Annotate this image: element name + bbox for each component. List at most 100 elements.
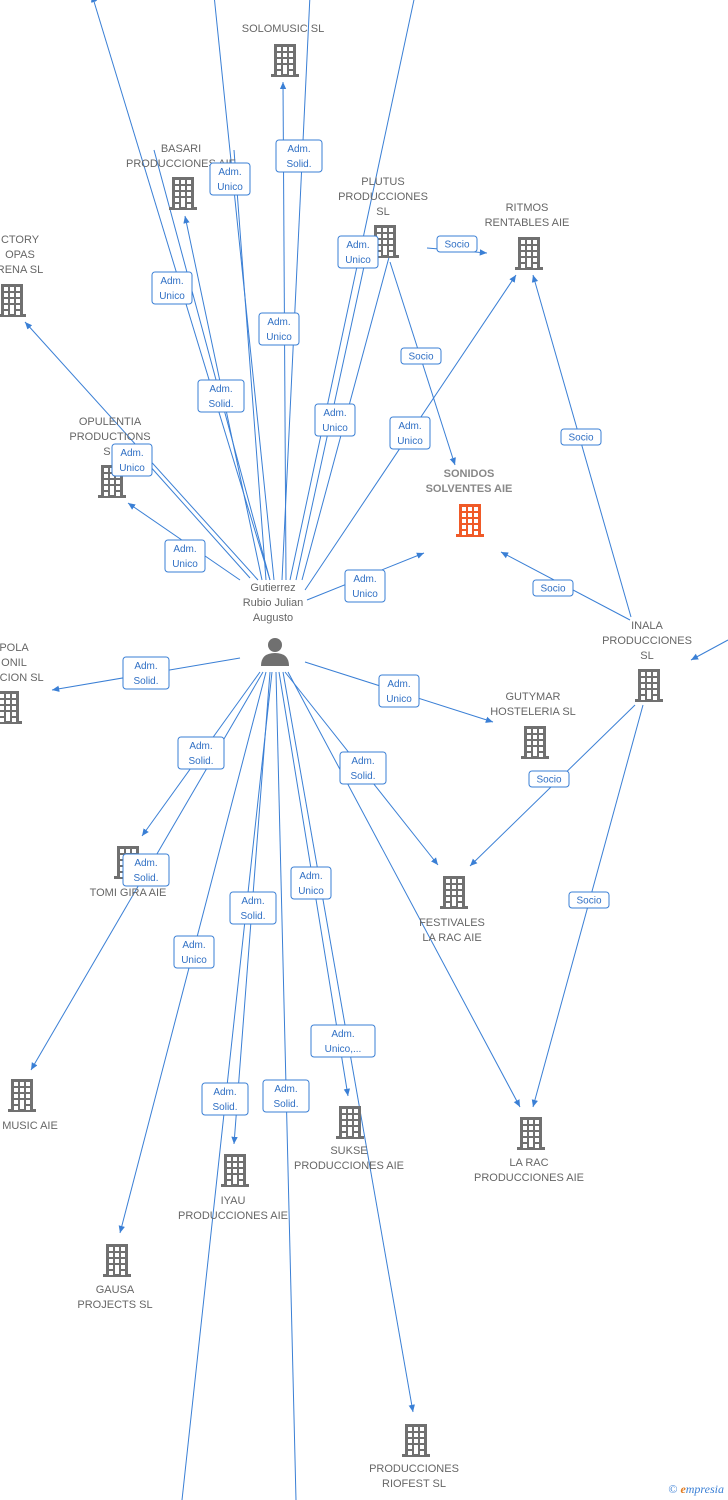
edge-label-text: Unico	[397, 436, 423, 447]
edge-label-badge[interactable]: Adm.Unico	[258, 312, 300, 346]
node-gutymar[interactable]: GUTYMAR HOSTELERIA SL	[490, 691, 576, 759]
node-ritmos[interactable]: RITMOS RENTABLES AIE	[485, 202, 570, 270]
edge-label-text: Socio	[540, 584, 565, 595]
edge-label-text: Adm.	[274, 1084, 297, 1095]
building-icon	[336, 1106, 364, 1139]
edge-label-text: Adm.	[299, 871, 322, 882]
edge-label-badge[interactable]: Adm.Unico	[378, 674, 420, 708]
node-label-pola: ONIL	[1, 657, 27, 669]
node-label-festivales: LA RAC AIE	[422, 932, 481, 944]
edge-label-text: Solid.	[133, 676, 158, 687]
edge-label-badge[interactable]: Adm.Solid.	[275, 139, 323, 173]
edge-label-badge[interactable]: Adm.Solid.	[197, 379, 245, 413]
node-label-gutymar: HOSTELERIA SL	[490, 706, 576, 718]
node-label-ritmos: RENTABLES AIE	[485, 217, 570, 229]
node-label-inala: PRODUCCIONES	[602, 635, 692, 647]
edge-label-text: Socio	[576, 896, 601, 907]
node-label-inala: INALA	[631, 620, 663, 632]
edge-label-text: Unico	[266, 332, 292, 343]
node-label-gausa: PROJECTS SL	[77, 1299, 152, 1311]
edge-label-badge[interactable]: Socio	[560, 428, 602, 446]
node-label-plutus: PRODUCCIONES	[338, 191, 428, 203]
edge-line-3	[289, 0, 415, 581]
edge-label-badge[interactable]: Adm.Unico	[173, 935, 215, 969]
edge-label-badge[interactable]: Socio	[400, 347, 442, 365]
node-label-person: Augusto	[253, 612, 293, 624]
edge-label-badge[interactable]: Adm.Solid.	[262, 1079, 310, 1113]
edge-label-text: Adm.	[160, 276, 183, 287]
edge-label-text: Solid.	[240, 911, 265, 922]
edge-label-text: Solid.	[208, 399, 233, 410]
node-label-pola: POLA	[0, 642, 29, 654]
node-label-music: MUSIC AIE	[2, 1120, 58, 1132]
edge-label-badge[interactable]: Socio	[532, 579, 574, 597]
node-label-ritmos: RITMOS	[506, 202, 549, 214]
edge-label-badge[interactable]: Adm.Unico	[290, 866, 332, 900]
edge-label-text: Solid.	[212, 1102, 237, 1113]
edge-label-badge[interactable]: Adm. Solid.	[201, 1082, 249, 1116]
edge-label-text: Adm.	[213, 1087, 236, 1098]
node-solomusic[interactable]: SOLOMUSIC SL	[242, 23, 325, 77]
building-icon	[169, 177, 197, 210]
edge-label-badge[interactable]: Socio	[528, 770, 570, 788]
edge-label-badge[interactable]: Adm.Unico	[151, 271, 193, 305]
edge-label-badge[interactable]: Adm.Unico	[209, 162, 251, 196]
edge-label-badge[interactable]: Adm.Solid.	[339, 751, 387, 785]
edge-line-2	[281, 0, 311, 581]
edge-label-badge[interactable]: Adm.Solid.	[122, 656, 170, 690]
edge-label-badge[interactable]: Adm.Unico	[337, 235, 379, 269]
edge-line-19	[531, 274, 632, 618]
edge-label-badge[interactable]: Adm.Unico,...	[310, 1024, 376, 1058]
edge-label-badge[interactable]: Adm.Unico	[111, 443, 153, 477]
node-label-gutymar: GUTYMAR	[506, 691, 561, 703]
edge-label-badge[interactable]: Socio	[436, 235, 478, 253]
edge-label-text: Adm.	[189, 741, 212, 752]
node-label-larac: LA RAC	[509, 1157, 548, 1169]
edge-label-badge[interactable]: Adm. Solid.	[229, 891, 277, 925]
edge-label-text: Adm.	[182, 940, 205, 951]
node-label-opulentia: OPULENTIA	[79, 416, 142, 428]
building-icon	[635, 669, 663, 702]
edge-label-text: Socio	[568, 433, 593, 444]
edge-label-badge[interactable]: Adm.Unico	[164, 539, 206, 573]
brand-name: mpresia	[685, 1482, 724, 1496]
edge-label-text: Adm.	[323, 408, 346, 419]
edge-label-badge[interactable]: Adm.Unico	[389, 416, 431, 450]
node-music[interactable]: MUSIC AIE	[2, 1079, 58, 1132]
edge-label-badge[interactable]: Adm.Unico	[344, 569, 386, 603]
node-pola[interactable]: POLAONILRACION SL	[0, 642, 44, 724]
node-label-riofest: RIOFEST SL	[382, 1478, 446, 1490]
edge-label-badge[interactable]: Adm.Solid.	[177, 736, 225, 770]
edge-label-badge[interactable]: Adm.Solid.	[122, 853, 170, 887]
edge-labels-layer: Adm.Solid.Adm.UnicoAdm.UnicoSocioAdm.Uni…	[111, 139, 610, 1116]
building-icon	[0, 284, 26, 317]
building-icon	[440, 876, 468, 909]
node-label-iyau: PRODUCCIONES AIE	[178, 1210, 288, 1222]
edge-line-6	[233, 149, 267, 581]
edge-label-text: Adm.	[173, 544, 196, 555]
edge-label-badge[interactable]: Socio	[568, 891, 610, 909]
edge-label-badge[interactable]: Adm. Unico	[314, 403, 356, 437]
edge-label-text: Adm.	[387, 679, 410, 690]
edge-label-text: Adm.	[241, 896, 264, 907]
edge-label-text: Unico	[345, 255, 371, 266]
edge-label-text: Unico	[119, 463, 145, 474]
edge-label-text: Adm.	[353, 574, 376, 585]
edge-label-text: Solid.	[133, 873, 158, 884]
edge-label-text: Unico	[322, 423, 348, 434]
